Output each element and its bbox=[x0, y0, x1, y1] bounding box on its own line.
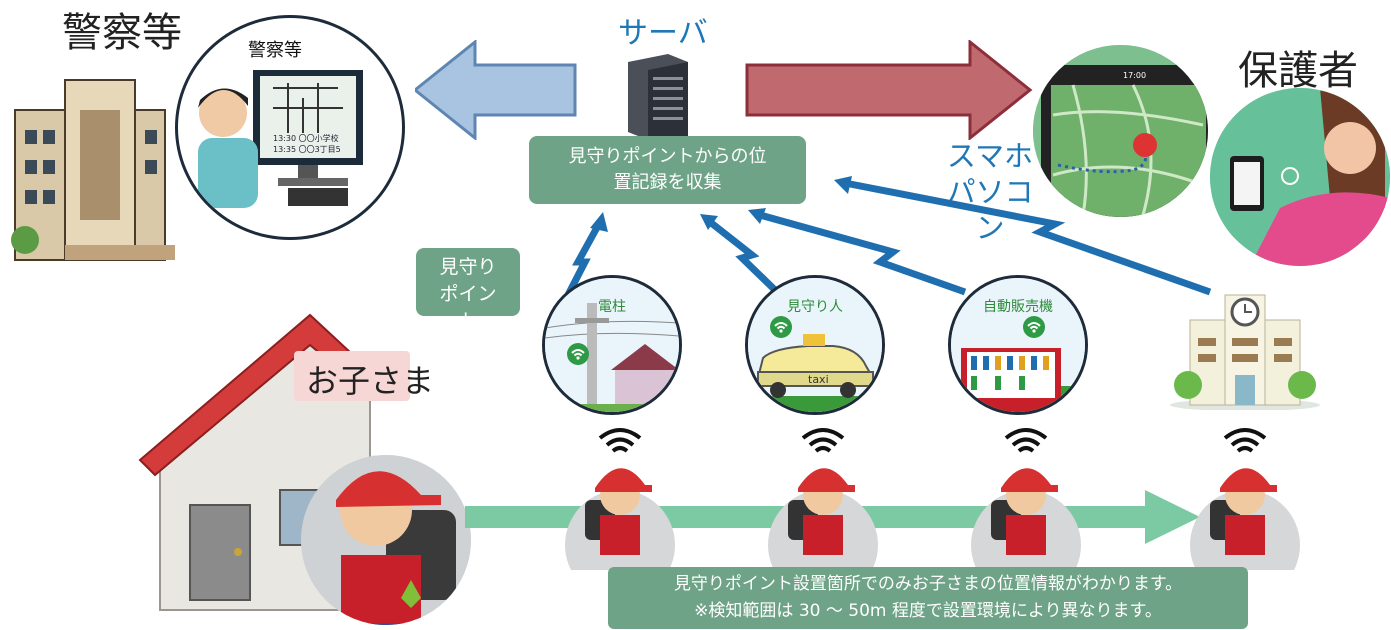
police-operator-circle: 警察等 13:30 〇〇小学校 13:35 〇〇3丁目5 bbox=[175, 15, 405, 240]
watch-point-utility-pole: 電柱 bbox=[542, 275, 682, 415]
taxi-text: taxi bbox=[808, 373, 829, 386]
watch-point-taxi: 見守り人 taxi bbox=[745, 275, 885, 415]
server-icon bbox=[623, 52, 693, 142]
police-screen-title: 警察等 bbox=[248, 40, 302, 61]
phone-map-circle: 17:00 bbox=[1033, 45, 1208, 217]
child-at-home-circle bbox=[301, 455, 471, 625]
guardian-circle bbox=[1210, 88, 1390, 266]
wifi-icon bbox=[1023, 316, 1045, 338]
wifi-icon bbox=[567, 343, 589, 365]
watch-point-tag: 見守り ポイント bbox=[416, 248, 520, 332]
school-building bbox=[1170, 290, 1320, 410]
server-collect-box: 見守りポイントからの位置記録を収集 bbox=[529, 136, 806, 204]
child-at-vending bbox=[966, 420, 1086, 570]
police-log-line1: 13:30 〇〇小学校 bbox=[273, 134, 339, 143]
notice-box: 見守りポイント設置箇所でのみお子さまの位置情報がわかります。 ※検知範囲は 30… bbox=[608, 567, 1248, 629]
wifi-icon bbox=[770, 316, 792, 338]
device-label: スマホ パソコン bbox=[946, 139, 1034, 245]
child-at-taxi bbox=[763, 420, 883, 570]
wifi-icon bbox=[603, 423, 633, 453]
watch-point-label: 見守り人 bbox=[787, 299, 843, 315]
child-label-box bbox=[294, 351, 410, 401]
watch-point-tag-text: 見守り ポイント bbox=[439, 256, 497, 332]
arrow-to-police bbox=[415, 40, 580, 140]
phone-time: 17:00 bbox=[1123, 71, 1147, 80]
police-title: 警察等 bbox=[62, 10, 182, 56]
notice-line1: 見守りポイント設置箇所でのみお子さまの位置情報がわかります。 bbox=[673, 574, 1183, 594]
police-log-line2: 13:35 〇〇3丁目5 bbox=[273, 145, 341, 154]
child-label: お子さま bbox=[306, 362, 435, 400]
child-at-pole bbox=[560, 420, 680, 570]
arrow-to-guardian bbox=[745, 40, 1035, 140]
guardian-title: 保護者 bbox=[1238, 48, 1358, 94]
notice-line2: ※検知範囲は 30 ～ 50m 程度で設置環境により異なります。 bbox=[694, 601, 1162, 621]
police-building bbox=[5, 70, 225, 270]
watch-point-vending-machine: 自動販売機 bbox=[948, 275, 1088, 415]
child-at-school bbox=[1185, 420, 1305, 570]
watch-point-label: 電柱 bbox=[598, 299, 626, 315]
watch-point-label: 自動販売機 bbox=[983, 299, 1053, 315]
server-title: サーバ bbox=[618, 16, 708, 51]
server-box-text: 見守りポイントからの位置記録を収集 bbox=[568, 146, 767, 193]
